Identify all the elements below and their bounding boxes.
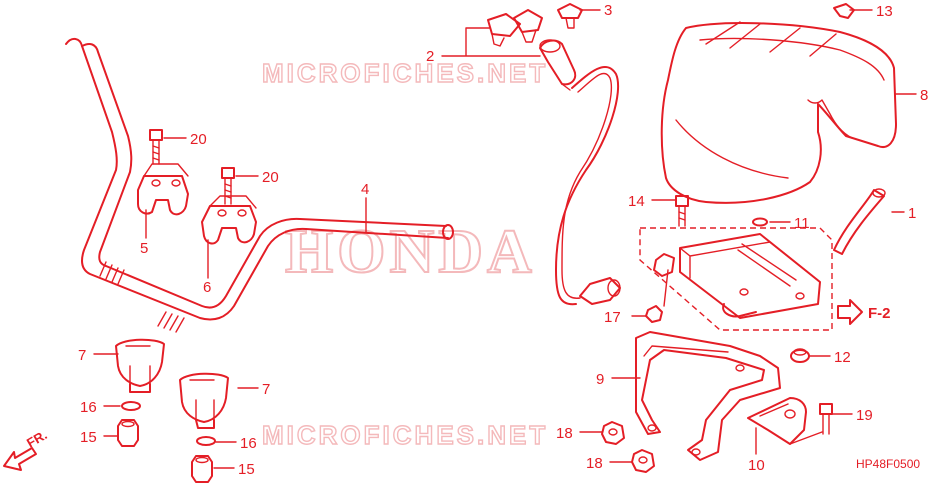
callout-9: 9 [596,371,604,388]
callout-12: 12 [834,349,851,366]
ignition-switch [487,9,577,91]
bolt-20-lower [221,167,235,205]
diagram-code: HP48F0500 [856,457,920,471]
bolt-19 [819,403,833,435]
f2-arrow-icon [837,299,863,325]
nut-15-right [191,455,213,483]
lower-holder-7-left [115,338,165,393]
watermark-brand: HONDA [285,218,536,286]
callout-18-upper: 18 [556,425,573,442]
control-unit-area [639,227,833,331]
callout-6: 6 [203,279,211,296]
callout-16-right: 16 [240,435,257,452]
upper-holder-6 [201,195,257,245]
bolt-14 [675,195,689,227]
direction-label: FR. [24,427,50,450]
upper-holder-5 [137,163,189,216]
nut-18-lower [631,449,655,473]
callout-16-left: 16 [80,399,97,416]
tube-1 [833,188,886,255]
grommet-12 [790,348,810,363]
key-cap-3 [557,3,583,29]
wire-connector [579,277,621,305]
nut-18-upper [601,421,625,445]
callout-19: 19 [856,407,873,424]
callout-3: 3 [604,2,612,19]
bolt-20-upper [149,129,163,165]
nut-15-left [117,419,139,447]
callout-5: 5 [140,240,148,257]
callout-2: 2 [426,48,434,65]
washer-16-right [196,436,216,446]
bolt-guide-line [663,269,669,307]
callout-4: 4 [361,181,369,198]
stay-bracket-9 [635,331,781,461]
callout-1: 1 [908,205,916,222]
control-unit [653,233,821,319]
watermark-bottom: MICROFICHES.NET [262,420,548,450]
switch-wire [555,65,620,306]
callout-10: 10 [748,457,765,474]
callout-20-lower: 20 [262,169,279,186]
clip-13 [833,3,855,19]
callout-20-upper: 20 [190,131,207,148]
callout-7-left: 7 [78,347,86,364]
nut-17 [645,305,663,323]
washer-16-left [121,401,141,411]
handlebar [65,38,454,333]
callout-15-left: 15 [80,429,97,446]
grommet-11 [752,217,768,227]
handlebar-cover [660,21,897,204]
callout-18-lower: 18 [586,455,603,472]
callout-8: 8 [920,87,928,104]
leader-lines [93,9,917,469]
callout-14: 14 [628,193,645,210]
callout-11: 11 [794,215,810,232]
front-direction-arrow-icon [3,447,37,471]
lower-holder-7-right [179,372,229,429]
reference-label: F-2 [868,305,891,322]
callout-13: 13 [876,3,893,20]
callout-15-right: 15 [238,461,255,478]
callout-17: 17 [604,309,621,326]
callout-7-right: 7 [262,381,270,398]
watermark-top: MICROFICHES.NET [262,58,548,88]
bracket-10 [747,397,823,445]
